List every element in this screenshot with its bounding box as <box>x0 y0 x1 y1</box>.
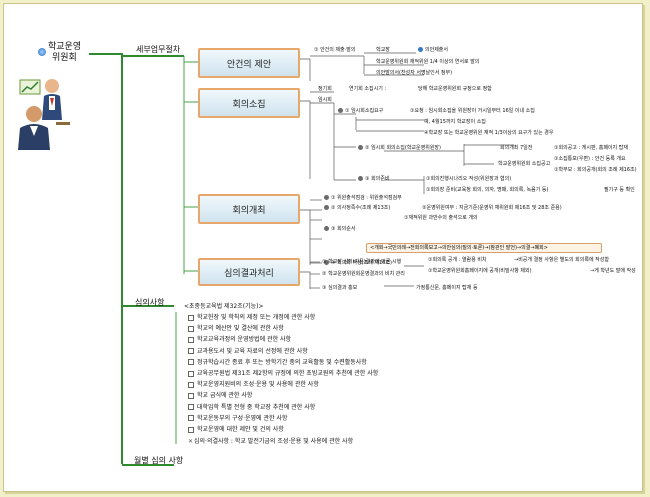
extra-meeting-request-detail: ①요청 : 임시회소집을 위원장이 거시일부터 16일 이내 소집 <box>410 108 535 114</box>
meeting-scenario: ①회의진행시나리오 작성(위원장과 협의) <box>426 176 512 182</box>
review-law-header: <초중등교육법 제32조(기능)> <box>184 303 264 310</box>
proposal-principal: 학교장 <box>376 47 390 53</box>
extra-meeting-condition: ④학교장 또는 학교운영위원 재적 1/3이상의 요구가 있는 경우 <box>424 130 554 136</box>
root-title-line2: 위원회 <box>52 53 77 63</box>
review-item: 학교의 예산안 및 결산에 관한 사항 <box>188 325 284 332</box>
result-promotion: ③ 심의결과 홍보 <box>322 285 358 291</box>
step-number-icon <box>324 195 329 200</box>
meeting-7-days-before: 회의개최 7일전 <box>500 145 533 151</box>
proposal-member-motion: 학교운영위원회 재적위원 1/4 이상의 연서로 발의 <box>376 59 480 65</box>
extra-meeting-example: 예, 4월15까지 학교장이 소집 <box>424 119 486 125</box>
result-archive: ② 학교운영위원회운영결과의 비치 관리 <box>322 271 405 277</box>
checkbox-icon <box>188 336 194 343</box>
branch-monthly-review[interactable]: 월별 심의 사항 <box>134 456 184 465</box>
meeting-mail-notice: ①소집통보(우편) : 안건 등록 개요 <box>554 156 626 162</box>
quorum-rule: ①재적위원 과반수의 출석으로 개의 <box>404 215 478 221</box>
meeting-order: ③ 회의순서 <box>324 226 355 232</box>
connector-lines <box>89 52 514 466</box>
checkbox-icon <box>188 325 194 332</box>
regular-meeting-rule: 당해 학교운영위원회 규정으로 정함 <box>418 86 492 92</box>
review-item: 교과용도서 및 교육 자료의 선정에 관한 사항 <box>188 348 308 355</box>
branch-review-items[interactable]: 심의사항 <box>135 298 165 307</box>
proposal-document: 의안제출서 <box>418 47 448 53</box>
checkbox-icon <box>188 314 194 321</box>
review-item: 정규학습시간 종료 후 또는 방학기간 중의 교육활동 및 수련활동사항 <box>188 359 367 366</box>
attendance-criteria: ②운영위원여부 : 지금기준(운영위 재위원회 제16조 및 28조 준용) <box>422 205 562 211</box>
committee-convening-notice: 학교운영위원회 소집공고 <box>498 161 551 167</box>
mindmap-canvas: 학교운영 위원회 세부업무절차 심의사항 월별 심의 사항 안건의 제안 회의소… <box>3 3 643 492</box>
minutes-homepage: ①학교운영위원회홈페이지에 공개(비밀사항 제외) <box>428 268 532 274</box>
checkbox-icon <box>188 381 194 388</box>
checkbox-icon <box>188 359 194 366</box>
meeting-parent-notice: ①학부모 : 회의공개(회의 조례 제16조) <box>554 167 637 173</box>
bullet-icon <box>418 47 423 52</box>
minutes-private: →비공개 결정 사항은 별도의 회의록에 작성함 <box>514 257 609 263</box>
stage-box-meeting[interactable]: 회의개최 <box>198 194 300 224</box>
minutes-writing: ④ 회의록 작성(조례 제16조) <box>324 260 392 266</box>
meeting-order-sequence: <개회→국민의례→전회의록보고→의안심의(질의·토론)→(참관인 발언)→의결→… <box>366 243 602 253</box>
root-title-line1: 학교운영 <box>48 42 82 52</box>
review-item: 학교 급식에 관한 사항 <box>188 392 252 399</box>
attendance-check: ① 위원출석점검 : 위원출석점검부 <box>324 195 402 201</box>
review-item: 학교교육과정의 운영방법에 관한 사항 <box>188 336 291 343</box>
checkbox-icon <box>188 415 194 422</box>
result-promotion-method: 가정통신문, 홈페이지 탑재 등 <box>416 285 478 291</box>
extra-meeting-convening: ② 임시회 회의소집(학교운영위원장) <box>358 145 441 151</box>
step-number-icon <box>324 260 329 265</box>
globe-icon <box>38 48 46 56</box>
step-number-icon <box>324 226 329 231</box>
branch-detail-procedure[interactable]: 세부업무절차 <box>136 45 181 54</box>
meeting-preparation: ③ 회의준비 <box>358 176 389 182</box>
review-item: 학교운영지원비의 조성·운용 및 사용에 관한 사항 <box>188 381 319 388</box>
stage-box-proposal[interactable]: 안건의 제안 <box>198 48 300 78</box>
review-item: 학교헌장 및 학칙의 제정 또는 개정에 관한 사항 <box>188 314 315 321</box>
stage-box-result[interactable]: 심의결과처리 <box>198 258 300 286</box>
checkbox-icon <box>188 404 194 411</box>
minutes-public: ①회의록 공개 : 열람용 비치 <box>428 257 487 263</box>
meeting-people-icon <box>18 79 70 150</box>
proposal-submission: ① 안건의 제출·발의 <box>314 47 356 53</box>
step-number-icon <box>338 108 343 113</box>
step-number-icon <box>358 176 363 181</box>
checkbox-icon <box>188 370 194 377</box>
extra-meeting: 임시회 <box>318 97 332 103</box>
meeting-supplies-check: 필기구 등 확인 <box>604 187 635 193</box>
review-item: 교육공무원법 제31조 제2항의 규정에 의한 초빙교원의 추천에 관한 사항 <box>188 370 378 377</box>
minutes-year-end: →게 학년도 말에 작성 <box>590 268 636 274</box>
review-item: 대학입학 특별 전형 중 학교장 추천에 관한 사항 <box>188 404 315 411</box>
checkbox-icon <box>188 426 194 433</box>
regular-meeting: 정기회 <box>318 86 332 92</box>
review-item: 학교운동부의 구성·운영에 관한 사항 <box>188 415 287 422</box>
meeting-notice: ①회의공고 : 게시판, 홈페이지 탑재 <box>554 145 628 151</box>
stage-box-convening[interactable]: 회의소집 <box>198 88 300 118</box>
review-item: 학교운영에 대한 제안 및 건의 사항 <box>188 426 284 433</box>
proposal-motion-document: 의안발의서(찬성자 서명날인서 첨부) <box>376 70 453 76</box>
quorum: ② 의사정족수(조례 제13조) <box>324 205 390 211</box>
extra-meeting-request: ① 임시회소집요구 <box>338 108 383 114</box>
step-number-icon <box>324 205 329 210</box>
review-final-item: ✕심의·의결사항 : 학교 발전기금의 조성·운용 및 사용에 관한 사항 <box>188 438 354 445</box>
step-number-icon <box>358 145 363 150</box>
result-implementation: ① 학교장 심의(자문)결과에 따른 시행 <box>322 259 402 265</box>
meeting-room-setup: ①회의장 준비(교육청 회의, 의자, 명패, 회의록, 녹음기 등) <box>426 187 549 193</box>
regular-meeting-timing: 연기회 소집시기 : <box>349 86 387 92</box>
checkbox-icon <box>188 348 194 355</box>
checkbox-icon <box>188 392 194 399</box>
cross-icon: ✕ <box>188 438 194 445</box>
